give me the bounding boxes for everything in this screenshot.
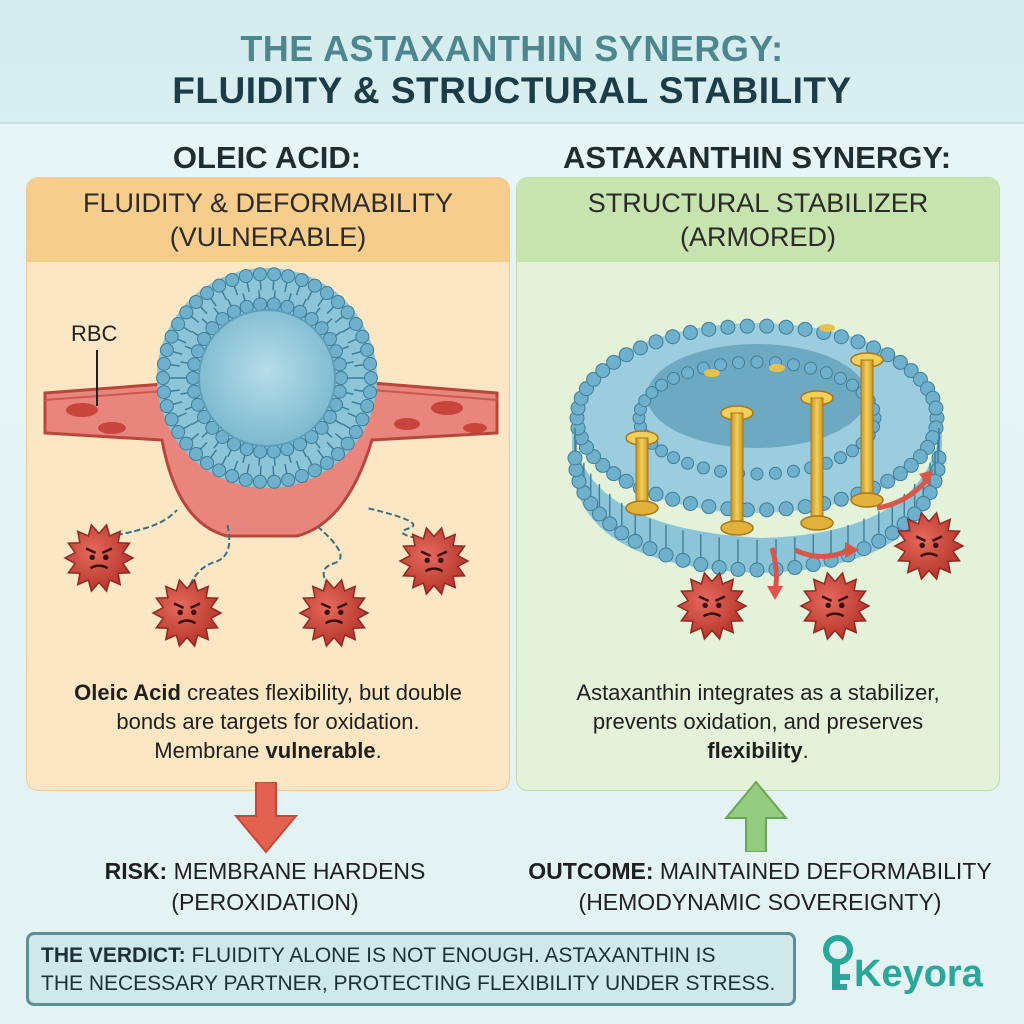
left-subtitle-line-1: FLUIDITY & DEFORMABILITY <box>82 188 454 218</box>
deflection-arrows <box>767 470 933 600</box>
astaxanthin-molecule-icon <box>800 390 834 531</box>
free-radical-icon <box>799 571 871 641</box>
free-radical-icon <box>63 523 135 593</box>
risk-caption: RISK: MEMBRANE HARDENS (PEROXIDATION) <box>104 858 426 915</box>
red-blood-cell-icon <box>394 418 420 430</box>
key-icon <box>823 935 853 990</box>
red-blood-cell-icon <box>431 401 463 415</box>
right-column-heading: ASTAXANTHIN SYNERGY: <box>562 140 952 175</box>
svg-text:Keyora: Keyora <box>854 953 984 995</box>
vulnerable-membrane-illustration: RBC <box>43 267 499 648</box>
outcome-up-arrow <box>724 780 788 852</box>
left-column-heading: OLEIC ACID: <box>172 140 362 175</box>
left-description: Oleic Acid creates flexibility, but doub… <box>74 680 462 763</box>
left-panel-subtitle-band <box>27 178 509 262</box>
rbc-cell <box>156 267 378 489</box>
free-radical-icon <box>298 578 370 648</box>
free-radicals <box>63 507 470 648</box>
outcome-caption: OUTCOME: MAINTAINED DEFORMABILITY (HEMOD… <box>528 858 992 915</box>
red-blood-cell-icon <box>463 423 487 433</box>
free-radical-icon <box>676 571 748 641</box>
free-radical-icon <box>151 578 223 648</box>
astaxanthin-molecule-icon <box>720 405 754 536</box>
astaxanthin-panel: STRUCTURAL STABILIZER (ARMORED) Astaxant <box>516 177 1000 791</box>
free-radical-icon <box>893 511 965 581</box>
membrane-disc <box>567 318 947 578</box>
right-panel-subtitle-band <box>517 178 999 262</box>
right-subtitle-line-2: (ARMORED) <box>680 222 836 252</box>
risk-down-arrow <box>234 782 298 854</box>
rbc-label: RBC <box>71 321 118 346</box>
free-radicals <box>676 511 965 641</box>
keyora-logo: Keyora <box>823 935 984 995</box>
right-subtitle-line-1: STRUCTURAL STABILIZER <box>587 188 929 218</box>
astaxanthin-molecules <box>625 324 884 536</box>
right-description: Astaxanthin integrates as a stabilizer, … <box>576 680 940 763</box>
title-banner: THE ASTAXANTHIN SYNERGY: FLUIDITY & STRU… <box>0 0 1024 124</box>
title-line-2: FLUIDITY & STRUCTURAL STABILITY <box>172 70 852 111</box>
free-radical-icon <box>398 526 470 596</box>
red-blood-cell-icon <box>98 422 126 434</box>
red-blood-cell-icon <box>66 403 98 417</box>
title-line-1: THE ASTAXANTHIN SYNERGY: <box>240 28 784 69</box>
oleic-acid-panel: FLUIDITY & DEFORMABILITY (VULNERABLE) RB… <box>26 177 510 791</box>
astaxanthin-molecule-icon <box>625 430 659 516</box>
armored-membrane-illustration <box>567 318 965 641</box>
verdict-box: THE VERDICT: FLUIDITY ALONE IS NOT ENOUG… <box>26 932 796 1006</box>
left-subtitle-line-2: (VULNERABLE) <box>169 222 367 252</box>
astaxanthin-molecule-icon <box>850 352 884 508</box>
